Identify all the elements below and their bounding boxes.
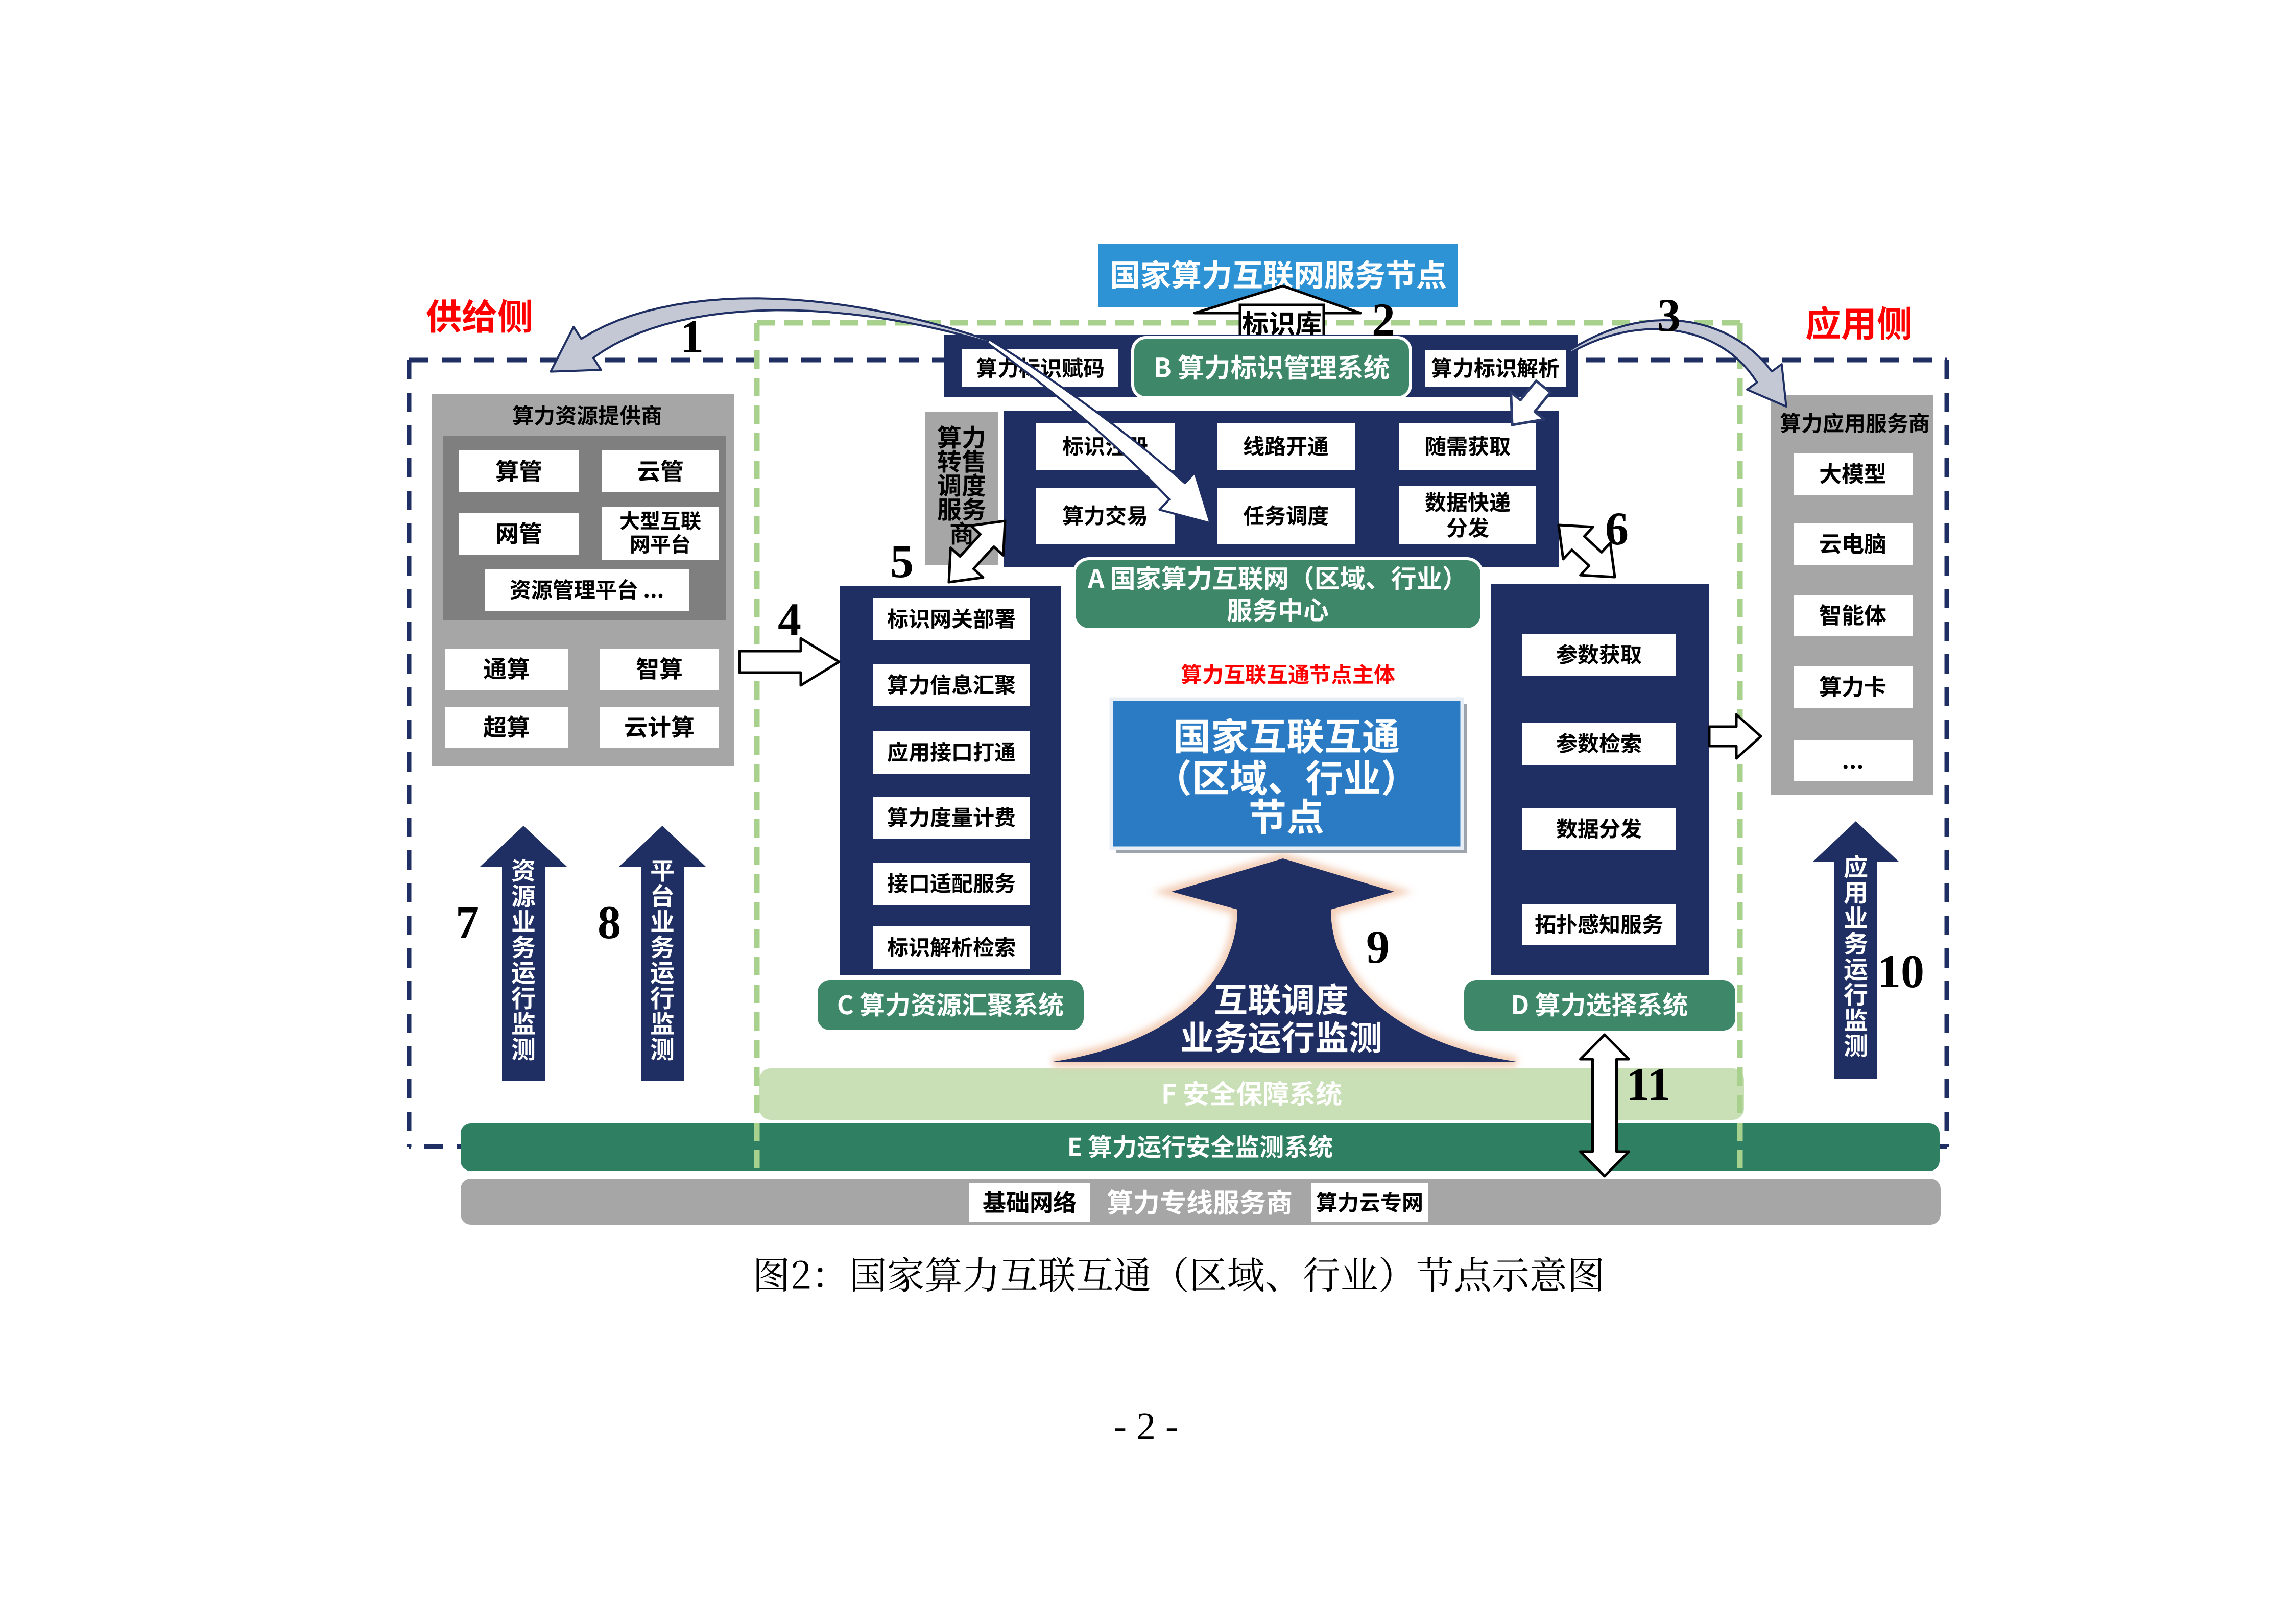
- svg-text:10: 10: [1877, 945, 1924, 997]
- svg-text:- 2 -: - 2 -: [1114, 1405, 1179, 1448]
- svg-text:2: 2: [1372, 294, 1395, 346]
- svg-text:6: 6: [1605, 503, 1629, 555]
- svg-text:3: 3: [1657, 289, 1681, 341]
- svg-text:9: 9: [1366, 921, 1390, 973]
- svg-text:7: 7: [456, 896, 479, 948]
- svg-text:8: 8: [598, 896, 621, 948]
- svg-text:1: 1: [680, 311, 704, 363]
- svg-text:4: 4: [778, 593, 801, 646]
- svg-text:11: 11: [1627, 1058, 1671, 1110]
- svg-text:5: 5: [890, 535, 914, 587]
